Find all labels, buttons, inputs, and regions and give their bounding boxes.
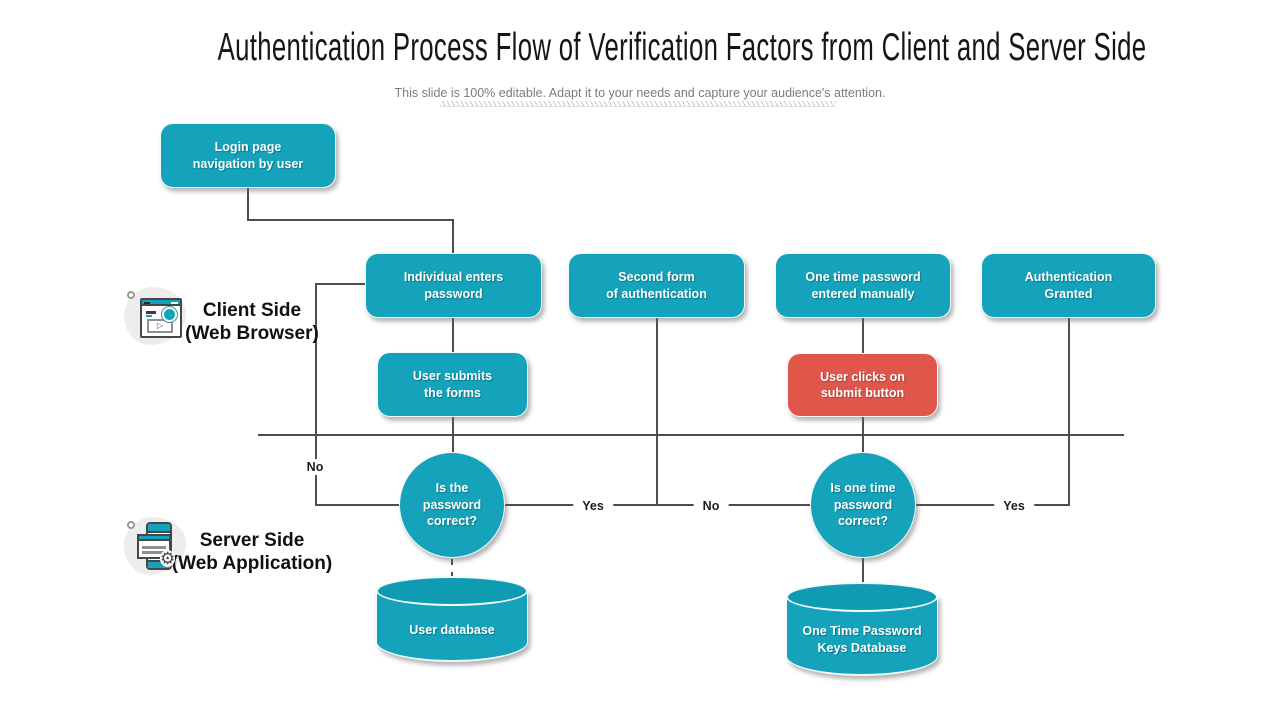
slide-subtitle: This slide is 100% editable. Adapt it to… <box>394 86 886 100</box>
connector-decision1-to-userdb-dashed <box>451 559 453 578</box>
browser-menu-accent <box>146 315 152 317</box>
node-user-clicks-submit: User clicks on submit button <box>787 353 938 417</box>
edge-label-password-no: No <box>297 459 333 475</box>
database-otp-keys-cap <box>786 582 938 612</box>
database-otp-keys: One Time Password Keys Database <box>786 582 938 676</box>
database-user: User database <box>376 576 528 662</box>
client-side-sub: (Web Browser) <box>185 323 319 344</box>
server-icon-decorative-ring <box>127 521 135 529</box>
connector-otp-to-clicksubmit <box>862 317 864 354</box>
gear-icon: ⚙ <box>160 549 176 568</box>
connector-decision2-to-otpdb <box>862 557 864 584</box>
client-icon-decorative-ring <box>127 291 135 299</box>
connector-decision2-yes <box>916 504 1069 506</box>
client-side-name: Client Side <box>202 300 302 321</box>
browser-badge-icon <box>162 307 177 322</box>
server-side-sub: (Web Application) <box>171 553 333 574</box>
browser-play-frame: ▷ <box>147 319 173 333</box>
connector-login-down <box>247 188 249 220</box>
connector-secondform-down <box>656 317 658 506</box>
server-card-line <box>142 551 166 554</box>
lane-divider-line <box>258 434 1124 436</box>
connector-noloop-top <box>315 283 366 285</box>
browser-window-icon: ▷ <box>140 298 182 338</box>
connector-noloop-vertical <box>315 283 317 506</box>
connector-decision1-to-decision2 <box>505 504 811 506</box>
server-side-name: Server Side <box>199 530 305 551</box>
connector-noloop-to-decision1 <box>315 504 400 506</box>
node-user-submits-forms: User submits the forms <box>377 352 528 417</box>
client-side-label: Client Side (Web Browser) <box>162 299 342 345</box>
edge-label-password-yes: Yes <box>573 498 613 514</box>
connector-authgranted-down <box>1068 317 1070 506</box>
edge-label-otp-yes: Yes <box>994 498 1034 514</box>
decision-is-password-correct: Is the password correct? <box>399 452 505 558</box>
decision-is-otp-correct: Is one time password correct? <box>810 452 916 558</box>
browser-menu-line <box>146 311 156 314</box>
connector-login-elbow <box>247 219 453 221</box>
node-individual-enters-password: Individual enters password <box>365 253 542 318</box>
subtitle-hatch-divider <box>440 101 836 107</box>
edge-label-otp-no: No <box>693 498 729 514</box>
browser-titlebar <box>142 300 180 306</box>
node-otp-entered-manually: One time password entered manually <box>775 253 951 318</box>
database-user-cap <box>376 576 528 606</box>
server-side-label: Server Side (Web Application) <box>162 529 342 575</box>
node-second-form-authentication: Second form of authentication <box>568 253 745 318</box>
node-login-page: Login page navigation by user <box>160 123 336 188</box>
node-authentication-granted: Authentication Granted <box>981 253 1156 318</box>
server-card-header <box>139 536 169 541</box>
server-card-line <box>142 546 166 549</box>
slide-title: Authentication Process Flow of Verificat… <box>217 26 1147 69</box>
connector-login-to-password <box>452 219 454 254</box>
connector-password-to-submitforms <box>452 317 454 353</box>
